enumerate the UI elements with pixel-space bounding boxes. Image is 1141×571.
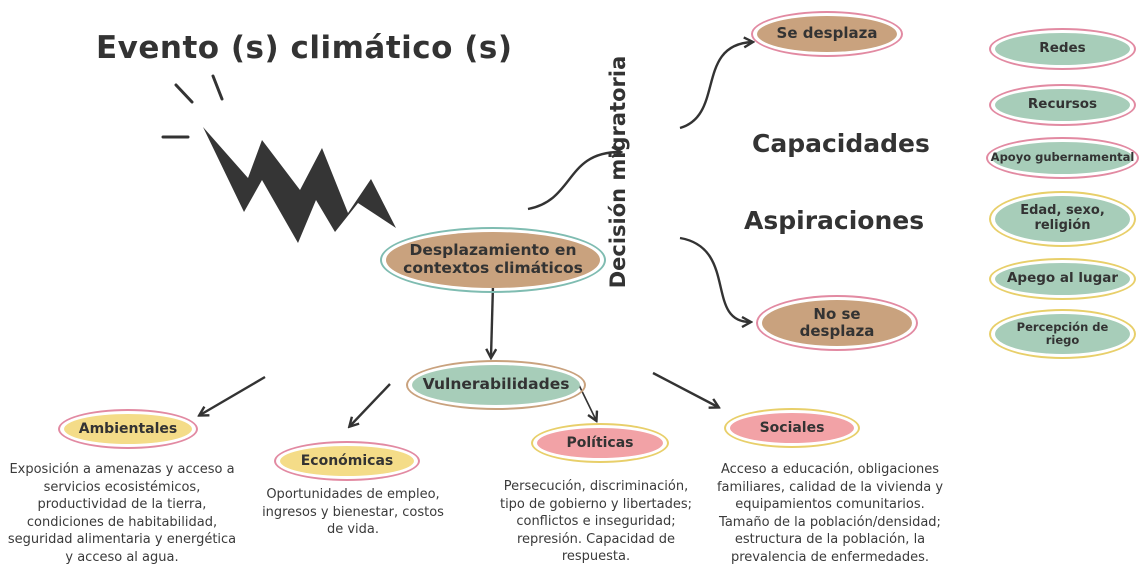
arrow-to-sociales [652, 371, 718, 407]
capacity-item: Recursos [989, 84, 1136, 126]
spark-dash-icon [211, 74, 224, 101]
vulnerabilities-node: Vulnerabilidades [406, 360, 586, 410]
arrow-to-stays [679, 236, 750, 322]
description-sociales: Acceso a educación, obligaciones familia… [716, 462, 944, 565]
capacity-item: Apoyo gubernamental [986, 137, 1139, 179]
description-economicas: Oportunidades de empleo, ingresos y bien… [262, 487, 444, 537]
diagram-title: Evento (s) climático (s) [96, 30, 513, 66]
factor-capacidades: Capacidades [752, 129, 930, 158]
arrow-to-moves [679, 42, 752, 130]
category-economicas: Económicas [274, 441, 420, 481]
category-sociales: Sociales [724, 408, 860, 448]
arrow-to-ambientales [200, 375, 266, 415]
outcome-stays-label: No se desplaza [799, 304, 875, 340]
description-politicas: Persecución, discriminación, tipo de gob… [499, 479, 693, 564]
capacity-item: Redes [989, 28, 1136, 70]
outcome-stays: No se desplaza [756, 295, 918, 351]
vulnerabilities-label: Vulnerabilidades [422, 375, 570, 394]
outcome-moves-label: Se desplaza [776, 24, 878, 43]
arrow-to-economicas [350, 383, 391, 426]
center-node: Desplazamiento en contextos climáticos [380, 227, 606, 293]
capacity-item: Percepción de riego [989, 309, 1136, 359]
capacity-item: Apego al lugar [989, 258, 1136, 300]
arrow-to-decision [527, 152, 620, 211]
lightning-bolt-icon [203, 127, 396, 243]
spark-dash-icon [174, 83, 194, 104]
arrow-to-politicas [577, 382, 596, 420]
arrow-to-vulnerabilities [491, 284, 493, 357]
category-politicas: Políticas [531, 423, 669, 463]
category-ambientales: Ambientales [58, 409, 198, 449]
decision-label: Decisión migratoria [606, 55, 630, 289]
capacity-item: Edad, sexo, religión [989, 191, 1136, 247]
factor-aspiraciones: Aspiraciones [744, 206, 925, 235]
description-ambientales: Exposición a amenazas y acceso a servici… [7, 462, 237, 565]
center-node-label: Desplazamiento en contextos climáticos [403, 241, 583, 277]
outcome-moves: Se desplaza [751, 11, 903, 57]
